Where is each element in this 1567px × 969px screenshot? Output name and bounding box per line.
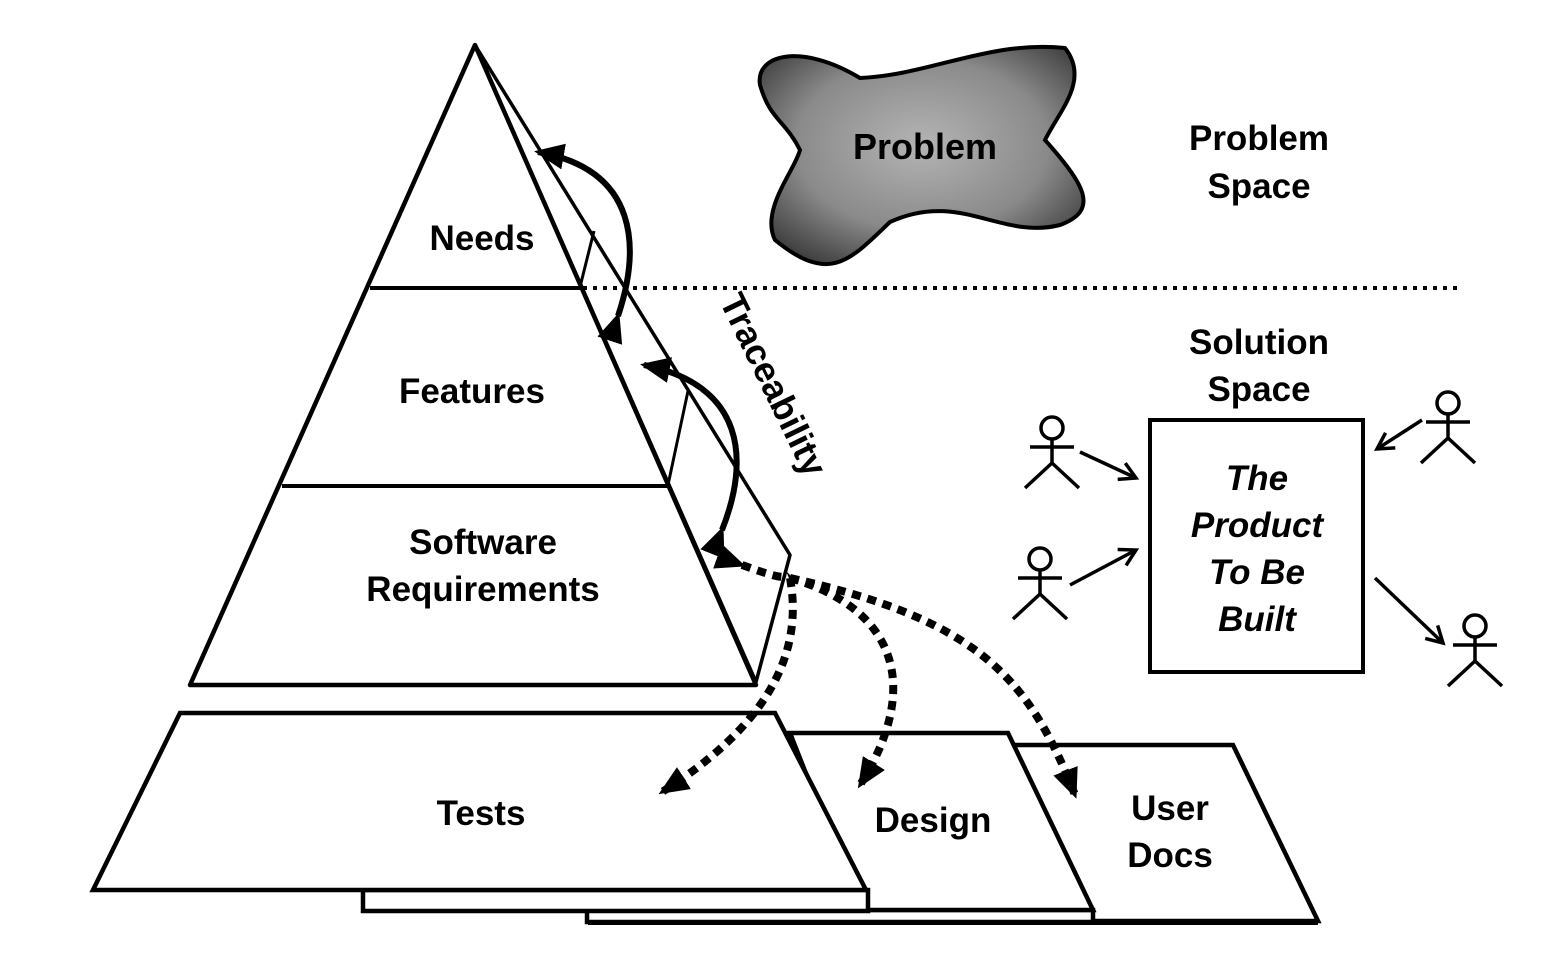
artifact-trace-arrows xyxy=(658,544,1079,799)
tests-sheet: Tests xyxy=(89,710,871,914)
stakeholder-icon xyxy=(1023,415,1081,490)
product-label-line1: The xyxy=(1226,459,1288,498)
needs-label: Needs xyxy=(429,219,534,258)
user-docs-label-line2: Docs xyxy=(1127,836,1213,875)
problem-space-label-line1: Problem xyxy=(1189,119,1329,158)
stakeholder-icon xyxy=(1446,613,1504,688)
product-box: The Product To Be Built xyxy=(1148,418,1365,674)
traceability-label: Traceability xyxy=(712,287,836,483)
user-docs-label-line1: User xyxy=(1131,789,1209,828)
problem-space-label-line2: Space xyxy=(1207,167,1310,206)
solution-space-label-line1: Solution xyxy=(1189,323,1329,362)
problem-label: Problem xyxy=(853,126,997,167)
features-label: Features xyxy=(399,372,545,411)
design-label: Design xyxy=(875,801,992,840)
software-requirements-label-line1: Software xyxy=(409,523,557,562)
stakeholder-arrows xyxy=(1069,418,1446,646)
product-label-line3: To Be xyxy=(1209,553,1305,592)
problem-blob: Problem xyxy=(757,44,1086,267)
product-label-line4: Built xyxy=(1218,600,1297,639)
product-label-line2: Product xyxy=(1191,506,1325,545)
user-docs-sheet: User Docs xyxy=(588,742,1322,925)
stakeholder-icon xyxy=(1011,546,1069,621)
traceability-arrows xyxy=(534,143,740,559)
requirements-pyramid: Needs Features Software Requirements xyxy=(187,42,792,688)
solution-space-label-line2: Space xyxy=(1207,370,1310,409)
software-requirements-label-line2: Requirements xyxy=(366,570,599,609)
stakeholder-icon xyxy=(1419,390,1477,465)
tests-label: Tests xyxy=(437,794,526,833)
